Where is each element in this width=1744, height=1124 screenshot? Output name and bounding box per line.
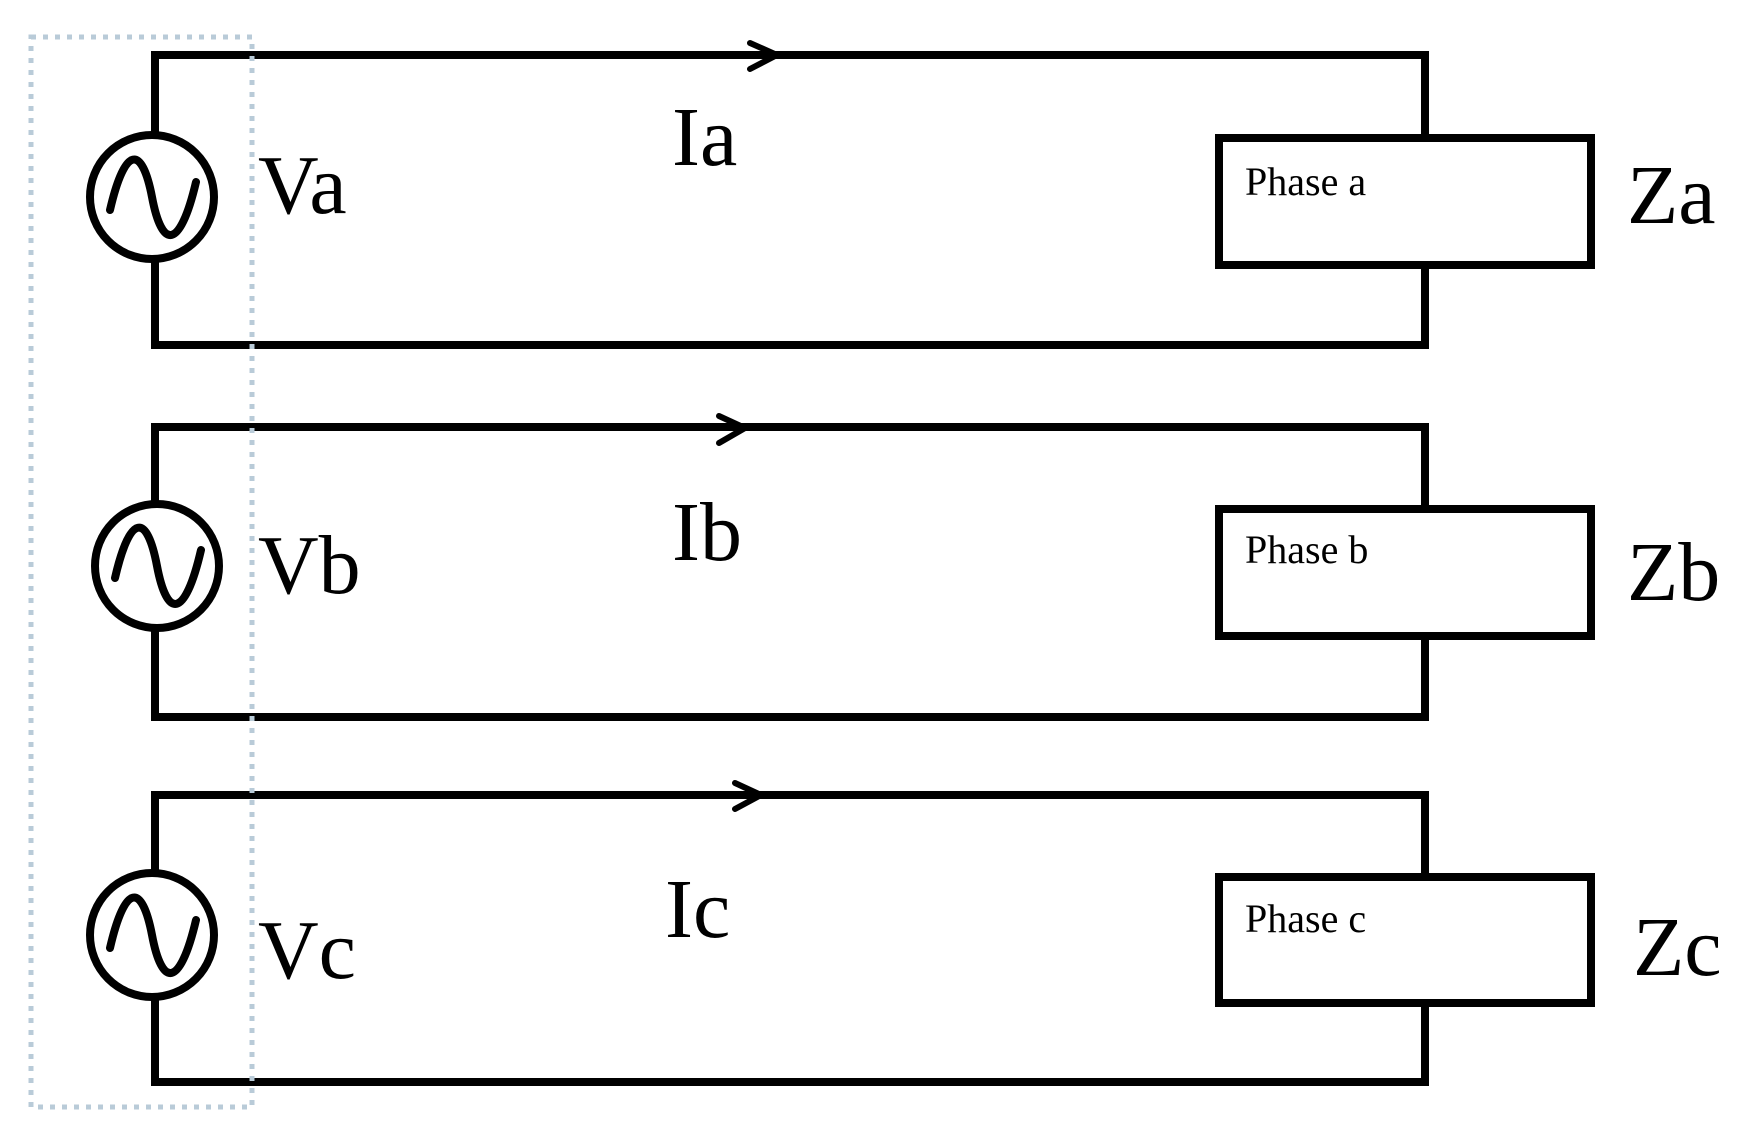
ac-voltage-source-icon xyxy=(91,500,223,632)
source-group-outline xyxy=(28,34,255,1110)
phase-c-current-label: Ic xyxy=(665,863,730,956)
phase-a-load-box xyxy=(1215,134,1595,269)
phase-c-circuit: Phase c Vc Ic Zc xyxy=(86,780,1722,1086)
arrow-right-icon xyxy=(747,40,780,72)
phase-b-load-label: Phase b xyxy=(1245,527,1368,572)
phase-c-impedance-label: Zc xyxy=(1633,901,1722,994)
phase-a-load-label: Phase a xyxy=(1245,159,1366,204)
ac-voltage-source-icon xyxy=(86,869,218,1001)
phase-a-source-label: Va xyxy=(258,139,347,232)
phase-b-source-label: Vb xyxy=(258,519,361,612)
phase-b-loop-wire xyxy=(151,423,1429,721)
phase-a-loop-wire xyxy=(151,51,1429,349)
phase-b-current-label: Ib xyxy=(672,486,742,579)
phase-a-current-label: Ia xyxy=(672,91,737,184)
arrow-right-icon xyxy=(732,780,764,812)
phase-c-load-box xyxy=(1215,873,1595,1007)
phase-c-loop-wire xyxy=(151,791,1429,1086)
phase-b-circuit: Phase b Vb Ib Zb xyxy=(91,413,1720,721)
phase-b-load-box xyxy=(1215,505,1595,640)
phase-a-impedance-label: Za xyxy=(1627,149,1716,242)
phase-c-load-label: Phase c xyxy=(1245,896,1366,941)
ac-voltage-source-icon xyxy=(86,131,218,263)
arrow-right-icon xyxy=(716,413,748,446)
phase-a-circuit: Phase a Va Ia Za xyxy=(86,40,1716,349)
phase-b-impedance-label: Zb xyxy=(1627,526,1720,619)
phase-c-source-label: Vc xyxy=(258,904,356,997)
